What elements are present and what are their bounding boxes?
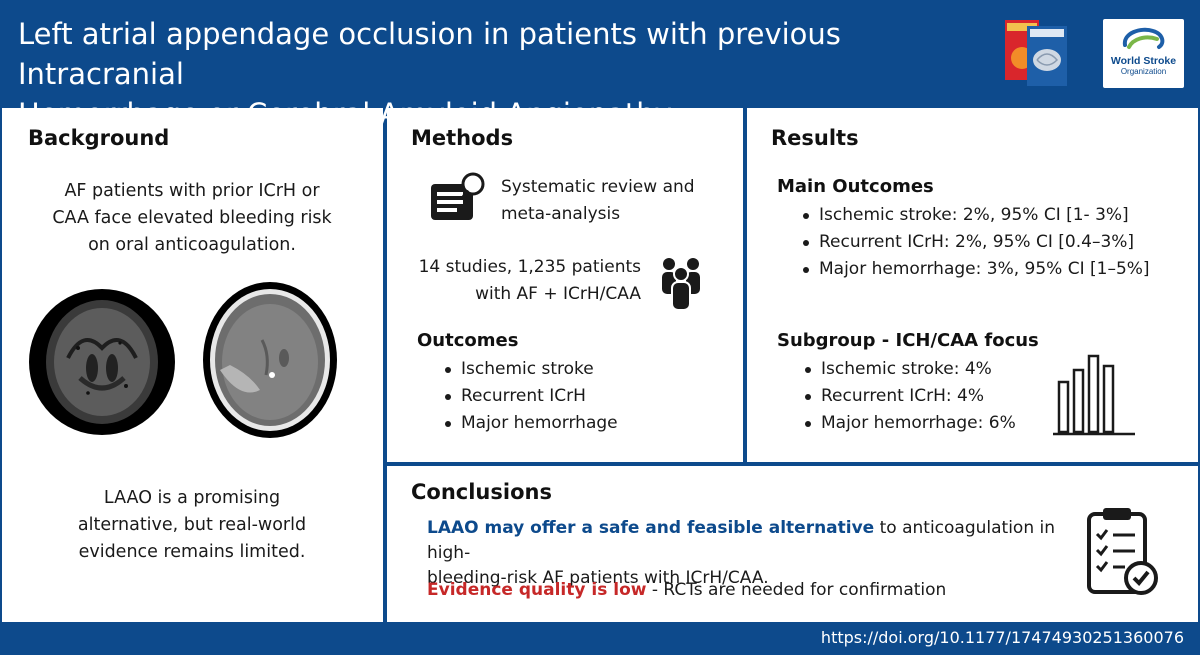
methods-design: Systematic review and meta-analysis <box>501 174 731 228</box>
main-outcomes-heading: Main Outcomes <box>777 176 934 197</box>
subgroup-list: Ischemic stroke: 4% Recurrent ICrH: 4% M… <box>803 356 1016 437</box>
list-item: Major hemorrhage <box>443 410 618 437</box>
wso-logo-icon <box>1122 27 1164 49</box>
wso-logo-name: World Stroke <box>1110 55 1177 67</box>
results-heading: Results <box>771 126 859 150</box>
outcomes-list: Ischemic stroke Recurrent ICrH Major hem… <box>443 356 618 437</box>
wso-logo: World Stroke Organization <box>1103 19 1184 88</box>
methods-panel: Methods Systematic review and meta-analy… <box>387 108 743 462</box>
background-intro-line: CAA face elevated bleeding risk <box>52 208 332 228</box>
list-item: Major hemorrhage: 6% <box>803 410 1016 437</box>
wso-logo-org: Organization <box>1120 67 1167 76</box>
title-line-1: Left atrial appendage occlusion in patie… <box>18 17 841 91</box>
background-intro: AF patients with prior ICrH or CAA face … <box>42 178 342 259</box>
subgroup-heading: Subgroup - ICH/CAA focus <box>777 330 1039 351</box>
brain-ct-image <box>203 282 337 438</box>
evidence-statement: Evidence quality is low - RCTs are neede… <box>427 578 1067 603</box>
list-item: Ischemic stroke <box>443 356 618 383</box>
list-item: Recurrent ICrH: 2%, 95% CI [0.4–3%] <box>801 229 1150 256</box>
people-group-icon <box>662 258 700 310</box>
evidence-highlight: Evidence quality is low <box>427 580 647 600</box>
bar-chart-icon <box>1053 354 1135 436</box>
conclusion-text: to anticoagulation in high- <box>427 518 1056 563</box>
doi-link[interactable]: https://doi.org/10.1177/1747493025136007… <box>820 628 1184 647</box>
main-outcomes-list: Ischemic stroke: 2%, 95% CI [1- 3%] Recu… <box>801 202 1150 283</box>
background-intro-line: AF patients with prior ICrH or <box>64 181 320 201</box>
list-item: Ischemic stroke: 4% <box>803 356 1016 383</box>
list-item: Recurrent ICrH <box>443 383 618 410</box>
list-item: Ischemic stroke: 2%, 95% CI [1- 3%] <box>801 202 1150 229</box>
methods-design-line: Systematic review and <box>501 177 695 197</box>
conclusions-panel: Conclusions LAAO may offer a safe and fe… <box>387 466 1198 622</box>
document-search-icon <box>431 172 485 220</box>
background-summary-line: alternative, but real-world <box>77 515 307 535</box>
methods-design-line: meta-analysis <box>501 204 621 224</box>
outcomes-heading: Outcomes <box>417 330 519 351</box>
results-panel: Results Main Outcomes Ischemic stroke: 2… <box>747 108 1198 462</box>
background-summary-line: evidence remains limited. <box>78 542 306 562</box>
clipboard-checklist-icon <box>1087 508 1158 595</box>
brain-mri-image <box>29 289 175 435</box>
background-heading: Background <box>28 126 170 150</box>
conclusion-text: bleeding-risk AF patients with ICrH/CAA. <box>427 568 769 588</box>
background-intro-line: on oral anticoagulation. <box>88 235 296 255</box>
journal-cover-icon <box>1005 20 1067 86</box>
methods-studies-line: 14 studies, 1,235 patients <box>418 257 641 277</box>
methods-studies: 14 studies, 1,235 patients with AF + ICr… <box>407 254 641 308</box>
list-item: Major hemorrhage: 3%, 95% CI [1–5%] <box>801 256 1150 283</box>
evidence-text: - RCTs are needed for confirmation <box>646 580 947 600</box>
list-item: Recurrent ICrH: 4% <box>803 383 1016 410</box>
background-panel: Background AF patients with prior ICrH o… <box>2 108 383 622</box>
conclusion-statement: LAAO may offer a safe and feasible alter… <box>427 516 1067 591</box>
background-summary: LAAO is a promising alternative, but rea… <box>42 485 342 566</box>
conclusions-heading: Conclusions <box>411 480 552 504</box>
header-banner: Left atrial appendage occlusion in patie… <box>0 0 1200 131</box>
conclusion-highlight: LAAO may offer a safe and feasible alter… <box>427 518 875 538</box>
methods-studies-line: with AF + ICrH/CAA <box>475 284 641 304</box>
methods-heading: Methods <box>411 126 514 150</box>
background-summary-line: LAAO is a promising <box>103 488 281 508</box>
